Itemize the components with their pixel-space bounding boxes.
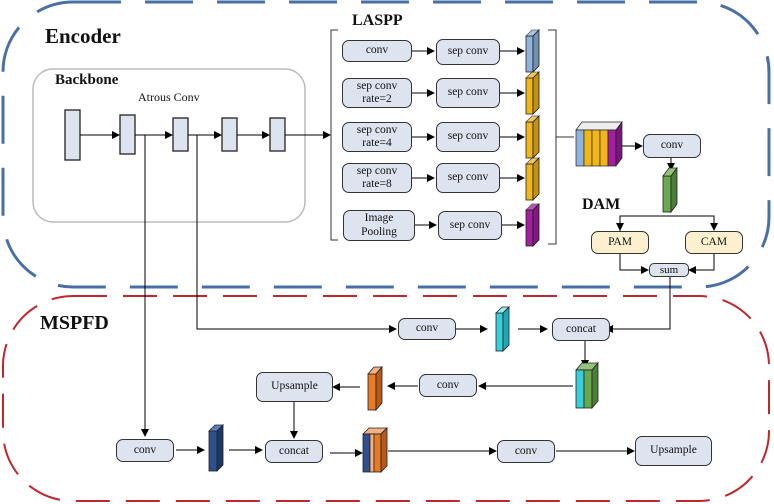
laspp-sep-conv-box: sep conv xyxy=(436,163,500,193)
encoder-title: Encoder xyxy=(45,24,121,48)
decoder-upsample-box-2: Upsample xyxy=(635,436,712,466)
laspp-feature-map xyxy=(525,157,540,201)
laspp-rate8-box: sep conv rate=8 xyxy=(342,163,412,193)
mspfd-title: MSPFD xyxy=(40,312,109,334)
laspp-feature-map xyxy=(525,29,540,73)
decoder-conv-box-4: conv xyxy=(497,440,555,463)
laspp-sep-conv-box: sep conv xyxy=(438,211,502,240)
pam-box: PAM xyxy=(591,231,649,254)
laspp-feature-map xyxy=(525,203,540,247)
decoder-conv-box-3: conv xyxy=(116,439,174,462)
laspp-title: LASPP xyxy=(352,12,403,29)
dam-feature xyxy=(662,166,678,214)
laspp-sep-conv-box: sep conv xyxy=(436,78,500,108)
navy-feature xyxy=(208,424,224,472)
encoder-region xyxy=(1,0,771,289)
dam-conv-box: conv xyxy=(643,134,701,158)
decoder-conv-box-2: conv xyxy=(419,374,477,397)
backbone-region xyxy=(32,68,306,223)
cam-box: CAM xyxy=(685,231,743,254)
laspp-rate4-box: sep conv rate=4 xyxy=(342,122,412,152)
decoder-upsample-box-1: Upsample xyxy=(256,372,333,402)
laspp-sep-conv-box: sep conv xyxy=(436,122,500,152)
cyan-green-concat-feature xyxy=(575,361,599,410)
laspp-conv-box: conv xyxy=(342,40,412,62)
mspfd-region xyxy=(2,295,770,502)
orange-feature xyxy=(367,365,383,412)
dam-title: DAM xyxy=(582,196,621,213)
cyan-feature xyxy=(495,306,510,352)
laspp-feature-map xyxy=(525,71,540,115)
atrous-conv-label: Atrous Conv xyxy=(138,90,200,104)
laspp-sep-conv-box: sep conv xyxy=(436,39,500,65)
laspp-feature-map xyxy=(525,115,540,159)
navy-orange-concat-feature xyxy=(362,427,388,473)
backbone-block-5 xyxy=(269,117,286,152)
backbone-block-1 xyxy=(64,109,81,161)
backbone-block-2 xyxy=(119,114,136,155)
backbone-title: Backbone xyxy=(55,72,119,88)
decoder-conv-box-1: conv xyxy=(398,318,456,340)
decoder-concat-box-1: concat xyxy=(552,318,610,341)
backbone-block-3 xyxy=(172,117,189,152)
sum-box: sum xyxy=(649,263,689,277)
laspp-image-pooling-box: Image Pooling xyxy=(343,210,415,241)
laspp-concat-feature xyxy=(575,120,623,168)
laspp-right-bracket xyxy=(548,29,557,245)
backbone-block-4 xyxy=(221,117,238,152)
laspp-rate2-box: sep conv rate=2 xyxy=(342,78,412,108)
decoder-concat-box-2: concat xyxy=(265,440,323,463)
laspp-left-bracket xyxy=(330,29,338,241)
